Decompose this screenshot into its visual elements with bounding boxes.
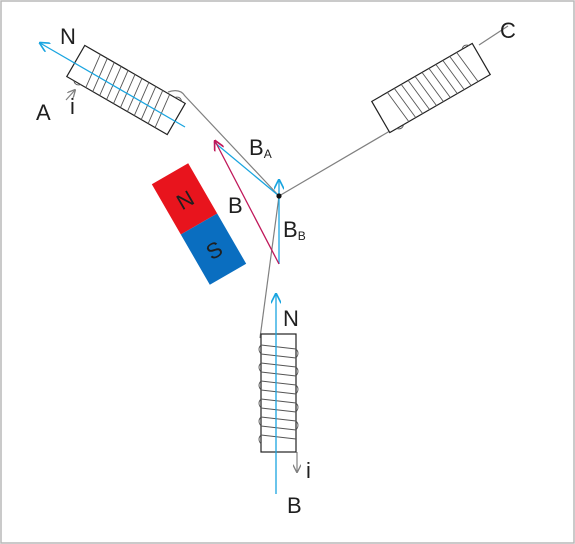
magnet-south-half bbox=[180, 213, 247, 285]
coil-a-field-axis bbox=[40, 43, 186, 128]
junction-dot-icon bbox=[276, 193, 282, 199]
vector-b-label: B bbox=[228, 193, 243, 218]
wire-phase-b bbox=[259, 195, 280, 339]
wire-phase-a bbox=[167, 90, 280, 197]
wire-terminal-c bbox=[478, 25, 509, 46]
coil-a-terminal-label: A bbox=[36, 100, 51, 125]
vector-bb-label: BB bbox=[283, 217, 306, 243]
coil-a-windings bbox=[73, 54, 183, 128]
coil-c bbox=[370, 42, 492, 134]
resultant-vector-arrow bbox=[215, 141, 280, 265]
star-wiring bbox=[65, 25, 509, 472]
coil-a-current-label: i bbox=[70, 94, 75, 119]
bar-magnet-icon: N S bbox=[151, 163, 247, 285]
coil-b-terminal-label: B bbox=[287, 493, 302, 518]
coil-b-current-label: i bbox=[306, 458, 311, 483]
current-arrow-a bbox=[65, 90, 75, 101]
wire-phase-c bbox=[278, 127, 396, 197]
coil-a-pole-label: N bbox=[60, 24, 76, 49]
coil-c-windings bbox=[386, 44, 479, 130]
coil-a bbox=[65, 44, 187, 136]
coil-b-windings bbox=[258, 344, 299, 445]
coil-b bbox=[258, 333, 299, 453]
vector-ba-label: BA bbox=[249, 135, 272, 161]
coil-c-terminal-label: C bbox=[500, 18, 516, 43]
magnet-north-half bbox=[151, 163, 218, 235]
coil-b-pole-label: N bbox=[283, 306, 299, 331]
vector-ba-arrow bbox=[213, 141, 280, 197]
